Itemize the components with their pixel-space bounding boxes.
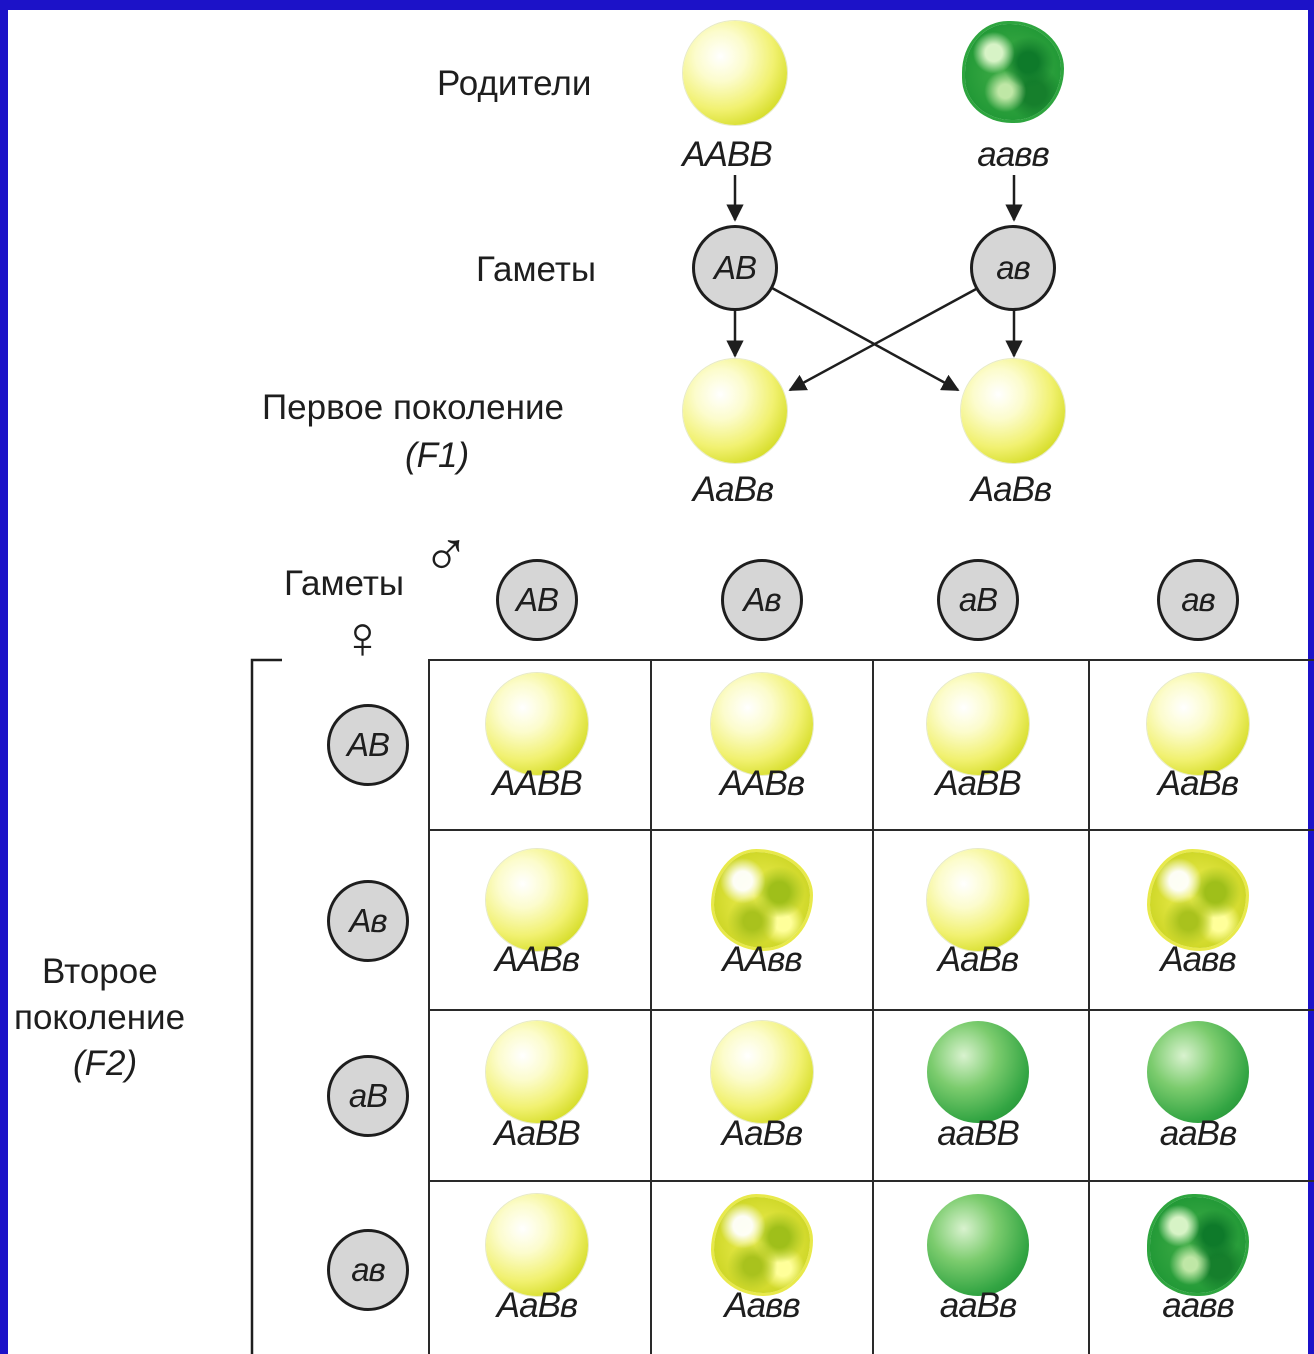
grid-line — [428, 1009, 1314, 1011]
f1-pea-yellow-smooth — [683, 359, 787, 463]
pea-yellow-wrinkled — [1150, 852, 1246, 948]
pea-yellow-smooth — [711, 1021, 813, 1123]
f1-genotype: AaBв — [970, 470, 1052, 509]
female-gamete: AB — [327, 704, 409, 786]
cell-genotype: AaBв — [1157, 764, 1239, 803]
male-gamete: Aв — [721, 559, 803, 641]
frame-top-border — [0, 0, 1314, 10]
cell-genotype: AaBB — [494, 1114, 580, 1153]
female-symbol-icon: ♀ — [340, 604, 385, 671]
f2-bracket — [250, 658, 282, 1354]
male-gamete: aB — [937, 559, 1019, 641]
grid-line — [428, 1180, 1314, 1182]
frame-left-border — [0, 0, 8, 1354]
pea-yellow-smooth — [1147, 673, 1249, 775]
f1-pea-yellow-smooth — [961, 359, 1065, 463]
grid-line — [428, 659, 1314, 661]
grid-line — [872, 659, 874, 1354]
grid-line — [1088, 659, 1090, 1354]
cell-genotype: Aaвв — [724, 1286, 800, 1325]
cell-genotype: aaBB — [937, 1114, 1020, 1153]
pea-yellow-smooth — [486, 1021, 588, 1123]
pea-yellow-smooth — [711, 673, 813, 775]
arrow-gamete2-to-f1-left — [788, 286, 979, 392]
cell-genotype: AaBв — [937, 940, 1019, 979]
cell-genotype: Aaвв — [1160, 940, 1236, 979]
grid-line — [650, 659, 652, 1354]
pea-yellow-wrinkled — [714, 1197, 810, 1293]
female-gamete: Aв — [327, 880, 409, 962]
f1-genotype: AaBв — [692, 470, 774, 509]
pea-yellow-smooth — [927, 673, 1029, 775]
cell-genotype: aaBв — [939, 1286, 1018, 1325]
cell-genotype: aaBв — [1159, 1114, 1238, 1153]
parent-pea-green-wrinkled — [965, 24, 1061, 120]
pea-yellow-smooth — [486, 1194, 588, 1296]
pea-green-smooth — [927, 1021, 1029, 1123]
parent-genotype: aaвв — [977, 135, 1049, 174]
f2-label: Второе — [42, 952, 158, 991]
cell-genotype: AABB — [492, 764, 582, 803]
pea-green-smooth — [1147, 1021, 1249, 1123]
pea-yellow-smooth — [486, 849, 588, 951]
pea-green-smooth — [927, 1194, 1029, 1296]
gametes-label: Гаметы — [476, 250, 597, 289]
punnett-square — [428, 659, 1314, 1354]
f1-sublabel: (F1) — [405, 436, 470, 475]
frame-right-border — [1308, 0, 1314, 1354]
arrow-gamete1-to-f1-right — [771, 286, 960, 392]
grid-line — [428, 659, 430, 1354]
male-gamete: aв — [1157, 559, 1239, 641]
female-gamete: aB — [327, 1055, 409, 1137]
f2-sublabel: (F2) — [73, 1044, 138, 1083]
cell-genotype: aaвв — [1162, 1286, 1234, 1325]
grid-gametes-label: Гаметы — [284, 564, 405, 603]
parent-genotype: AABB — [682, 135, 772, 174]
cell-genotype: AAвв — [722, 940, 802, 979]
parent-pea-yellow-smooth — [683, 21, 787, 125]
cell-genotype: AABв — [719, 764, 805, 803]
grid-line — [428, 829, 1314, 831]
pea-green-wrinkled — [1150, 1197, 1246, 1293]
parents-label: Родители — [437, 64, 592, 103]
pea-yellow-smooth — [486, 673, 588, 775]
cell-genotype: AABв — [494, 940, 580, 979]
male-symbol-icon: ♂ — [422, 518, 470, 590]
pea-yellow-smooth — [927, 849, 1029, 951]
parent-gamete: AB — [692, 225, 778, 311]
f1-label: Первое поколение — [262, 388, 564, 427]
cell-genotype: AaBв — [496, 1286, 578, 1325]
parent-gamete: aв — [970, 225, 1056, 311]
f2-label-line2: поколение — [14, 998, 186, 1037]
female-gamete: aв — [327, 1229, 409, 1311]
cell-genotype: AaBв — [721, 1114, 803, 1153]
male-gamete: AB — [496, 559, 578, 641]
cell-genotype: AaBB — [935, 764, 1021, 803]
pea-yellow-wrinkled — [714, 852, 810, 948]
